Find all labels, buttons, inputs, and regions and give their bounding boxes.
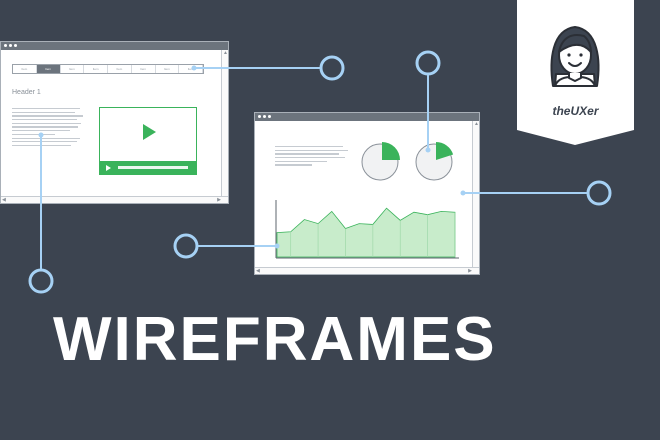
vertical-scrollbar: ▲ — [472, 121, 479, 268]
pie-slice — [382, 142, 400, 160]
connector-endpoints — [38, 65, 466, 249]
chart-area-series — [276, 207, 456, 258]
brand-label: theUXer — [552, 104, 599, 118]
nav-item: Item — [61, 65, 85, 73]
connector-dot — [38, 132, 44, 138]
connector-dot — [425, 147, 431, 153]
scroll-left-icon: ◀ — [256, 268, 260, 274]
horizontal-scrollbar: ◀▶ — [255, 267, 479, 274]
wireframe-header: Header 1 — [12, 89, 41, 96]
connector-dot — [191, 65, 197, 71]
window-dots-icon — [258, 115, 273, 118]
video-progress-bar — [118, 166, 188, 169]
nav-item: Item — [84, 65, 108, 73]
wireframe-text-block — [275, 146, 349, 168]
brand-badge — [517, 0, 634, 145]
page-title: WIREFRAMES — [53, 305, 497, 374]
video-controls — [100, 161, 196, 174]
window-title-bar — [255, 113, 479, 121]
nav-item: Item — [132, 65, 156, 73]
connector-dot — [274, 243, 280, 249]
connector-node — [173, 233, 199, 259]
window-title-bar — [1, 42, 228, 50]
scroll-right-icon: ▶ — [217, 197, 221, 203]
scroll-up-icon: ▲ — [223, 50, 228, 56]
window-dots-icon — [4, 44, 19, 47]
play-icon — [143, 124, 156, 140]
small-play-icon — [106, 165, 111, 171]
nav-item: Item — [108, 65, 132, 73]
connector-dot — [460, 190, 466, 196]
scroll-left-icon: ◀ — [2, 197, 6, 203]
connector-lines — [40, 67, 588, 270]
avatar-icon — [550, 26, 600, 87]
connector-nodes — [28, 50, 612, 294]
video-placeholder — [99, 107, 197, 175]
pie-chart-group — [361, 142, 454, 181]
horizontal-scrollbar: ◀▶ — [1, 196, 228, 203]
area-chart — [275, 200, 459, 259]
nav-item: Item — [156, 65, 180, 73]
scroll-up-icon: ▲ — [474, 121, 479, 127]
vertical-scrollbar: ▲ — [221, 50, 228, 197]
connector-node — [415, 50, 441, 76]
nav-item: Item — [13, 65, 37, 73]
connector-node — [319, 55, 345, 81]
connector-node — [586, 180, 612, 206]
connector-node — [28, 268, 54, 294]
pie-slice — [436, 142, 454, 160]
scroll-right-icon: ▶ — [468, 268, 472, 274]
nav-item: Item — [36, 65, 61, 73]
